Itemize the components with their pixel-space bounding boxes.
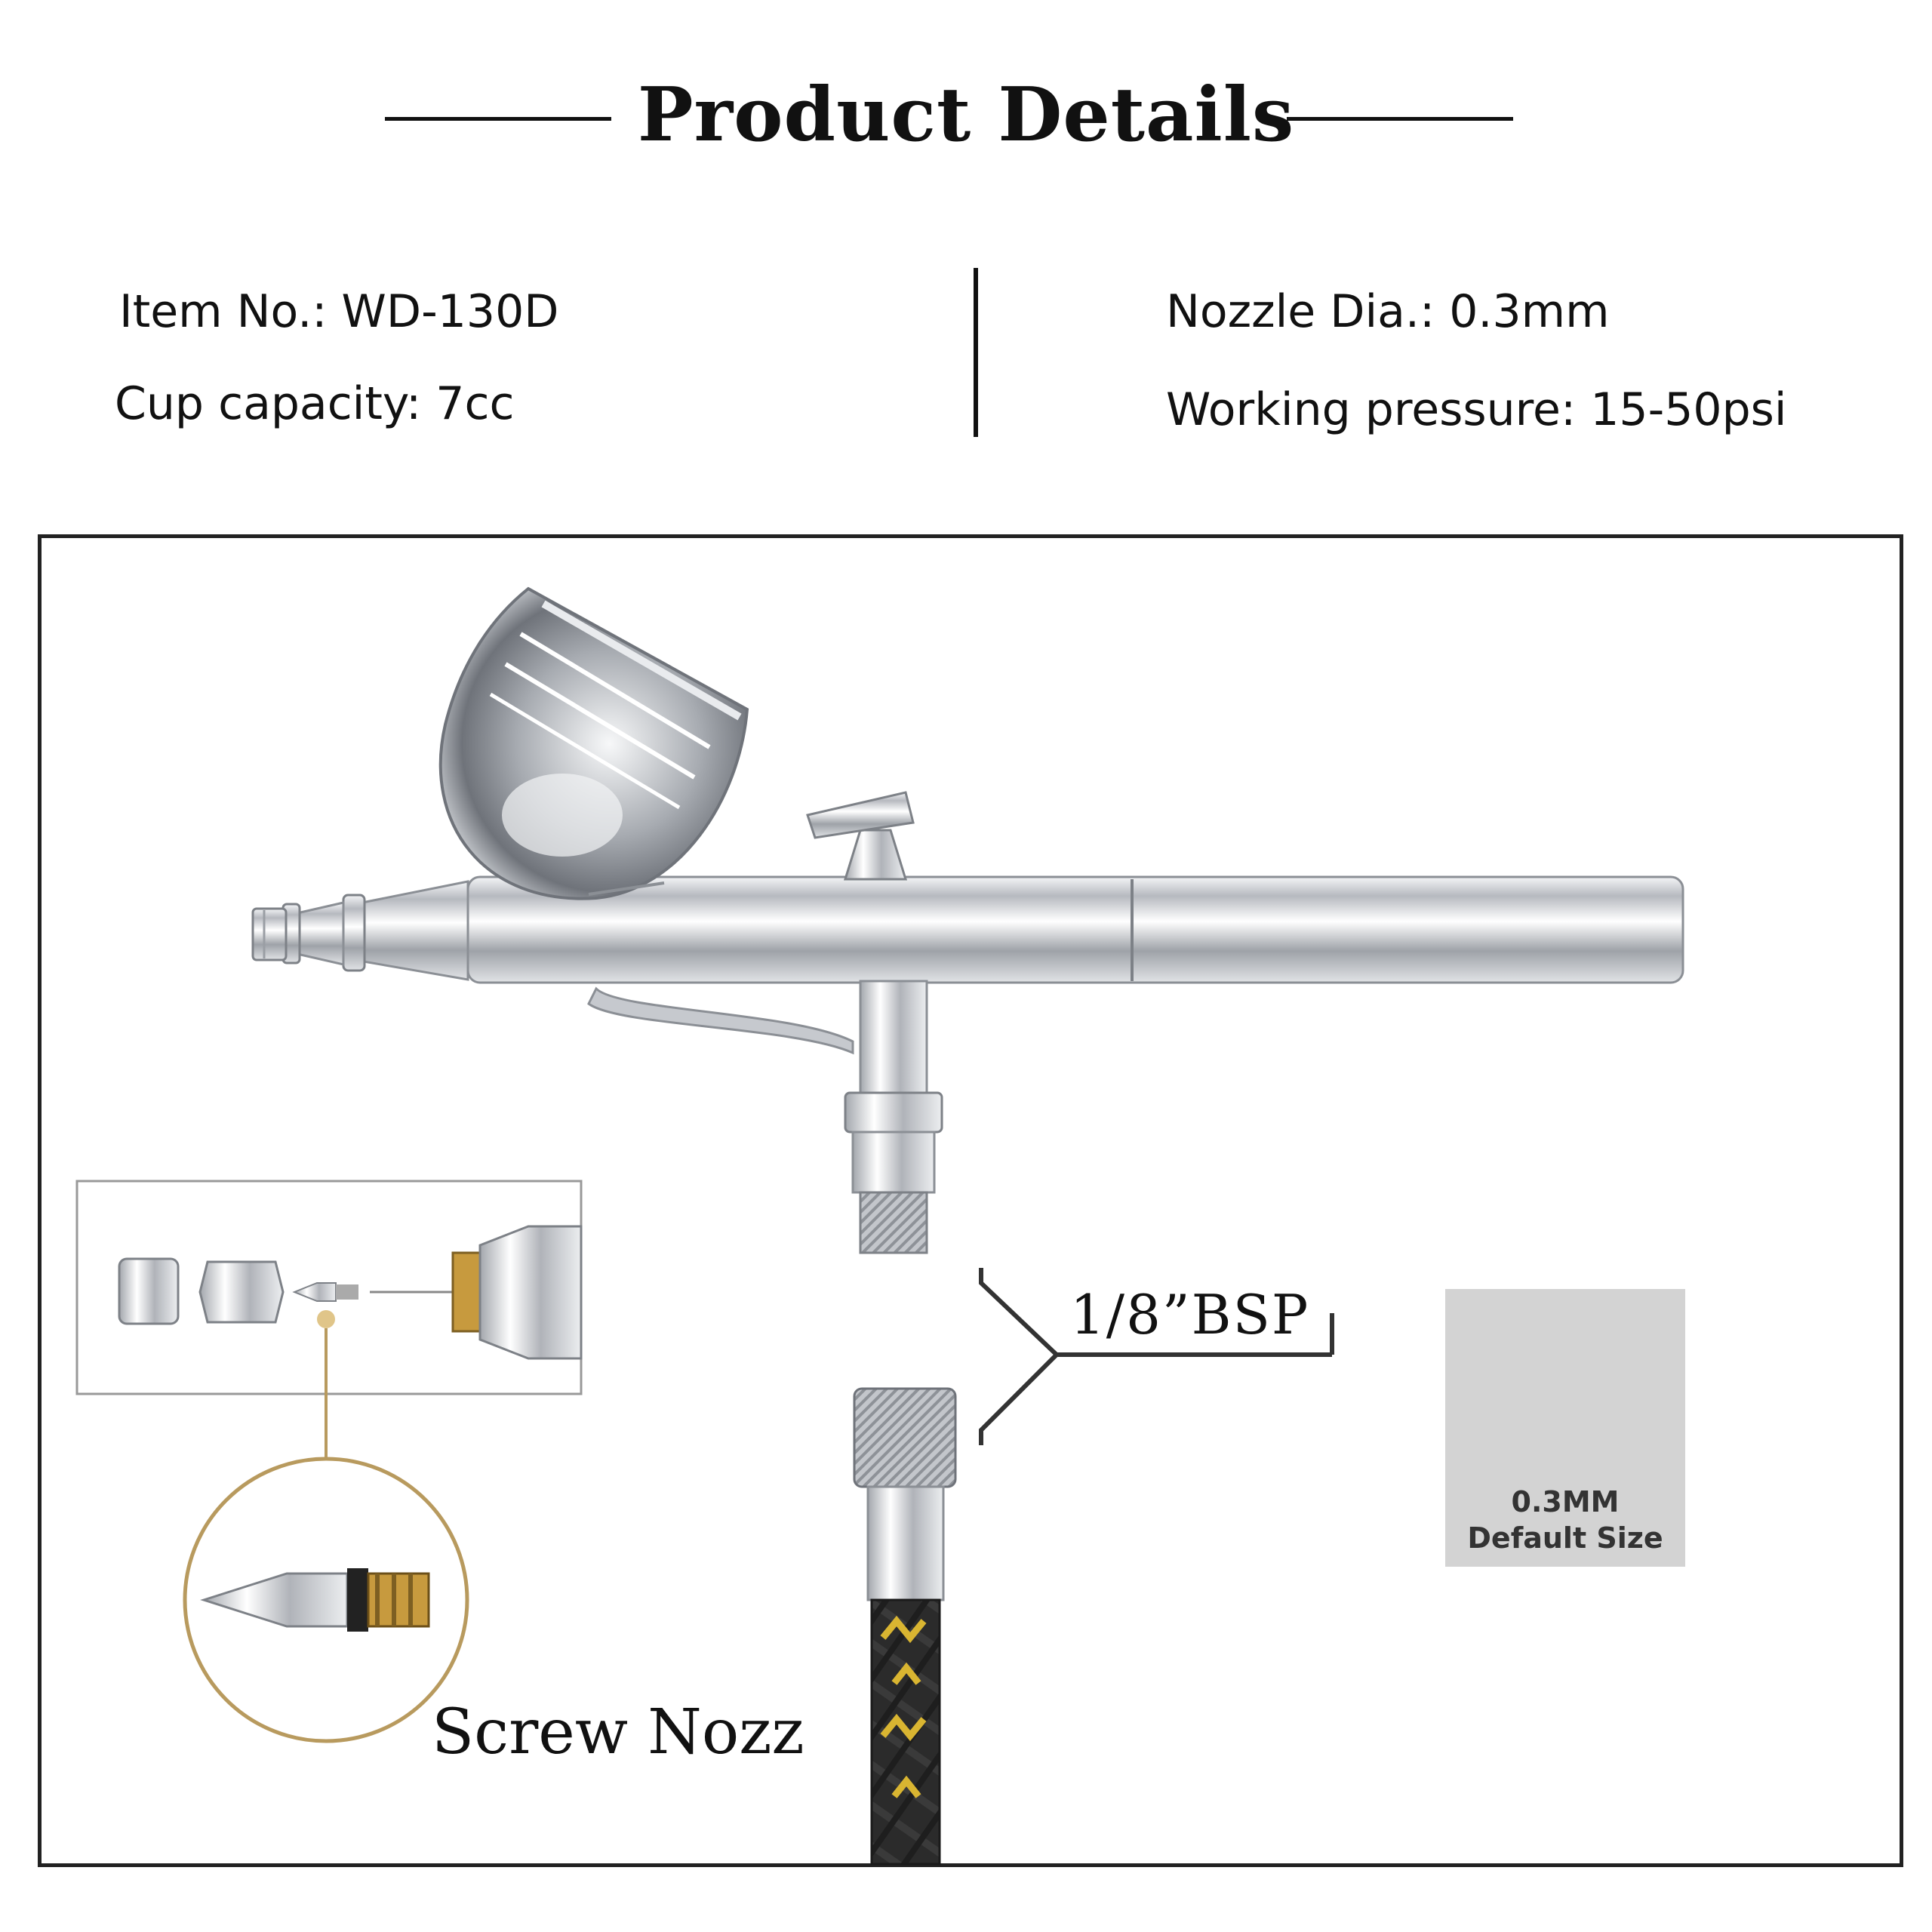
title-rule-right [1287,117,1513,121]
default-size-badge [1445,1289,1685,1567]
bsp-bracket [979,1268,1334,1445]
nozzle-exploded-inset [75,1180,583,1395]
spec-working-pressure: Working pressure: 15-50psi [1166,383,1787,436]
airbrush-body [251,875,1684,984]
page-title: Product Details [637,72,1295,158]
title-rule-left [385,117,611,121]
screw-nozzle-label: Screw Nozzle [432,1697,803,1768]
spec-item-no: Item No.: WD-130D [119,285,559,338]
spec-nozzle-dia: Nozzle Dia.: 0.3mm [1166,285,1610,338]
nozzle-callout [183,1310,469,1743]
spec-divider [974,268,978,437]
default-size-value: 0.3MM [1511,1485,1620,1518]
default-size-caption: Default Size [1467,1521,1663,1555]
product-frame [38,534,1903,1867]
air-hose [853,1387,957,1866]
paint-cup [438,586,749,900]
spec-cup-capacity: Cup capacity: 7cc [115,377,515,430]
bsp-thread-label: 1/8”BSP [1070,1283,1310,1346]
trigger [806,791,915,881]
under-lever [587,986,854,1055]
air-valve [844,980,943,1254]
